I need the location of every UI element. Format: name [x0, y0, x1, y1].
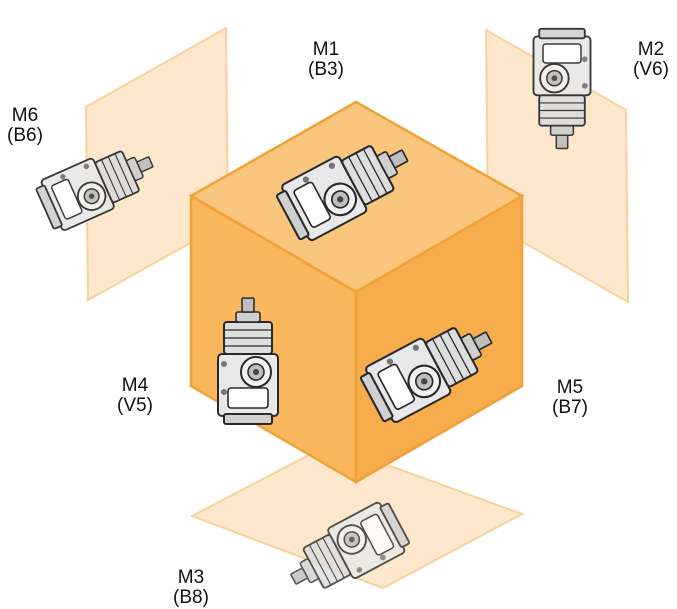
label-m5-alt: (B7) [540, 398, 600, 418]
label-m3-alt: (B8) [161, 588, 221, 608]
label-m6: M6 (B6) [0, 106, 50, 146]
label-m1: M1 (B3) [296, 40, 356, 80]
label-m1-code: M1 [296, 40, 356, 60]
label-m5: M5 (B7) [540, 378, 600, 418]
label-m1-alt: (B3) [296, 60, 356, 80]
label-m4-alt: (V5) [105, 396, 165, 416]
label-m6-code: M6 [0, 106, 50, 126]
label-m3: M3 (B8) [161, 568, 221, 608]
label-m3-code: M3 [161, 568, 221, 588]
label-m2: M2 (V6) [626, 40, 676, 80]
label-m5-code: M5 [540, 378, 600, 398]
label-m2-code: M2 [626, 40, 676, 60]
label-m6-alt: (B6) [0, 126, 50, 146]
label-m4: M4 (V5) [105, 376, 165, 416]
label-m4-code: M4 [105, 376, 165, 396]
label-m2-alt: (V6) [626, 60, 676, 80]
